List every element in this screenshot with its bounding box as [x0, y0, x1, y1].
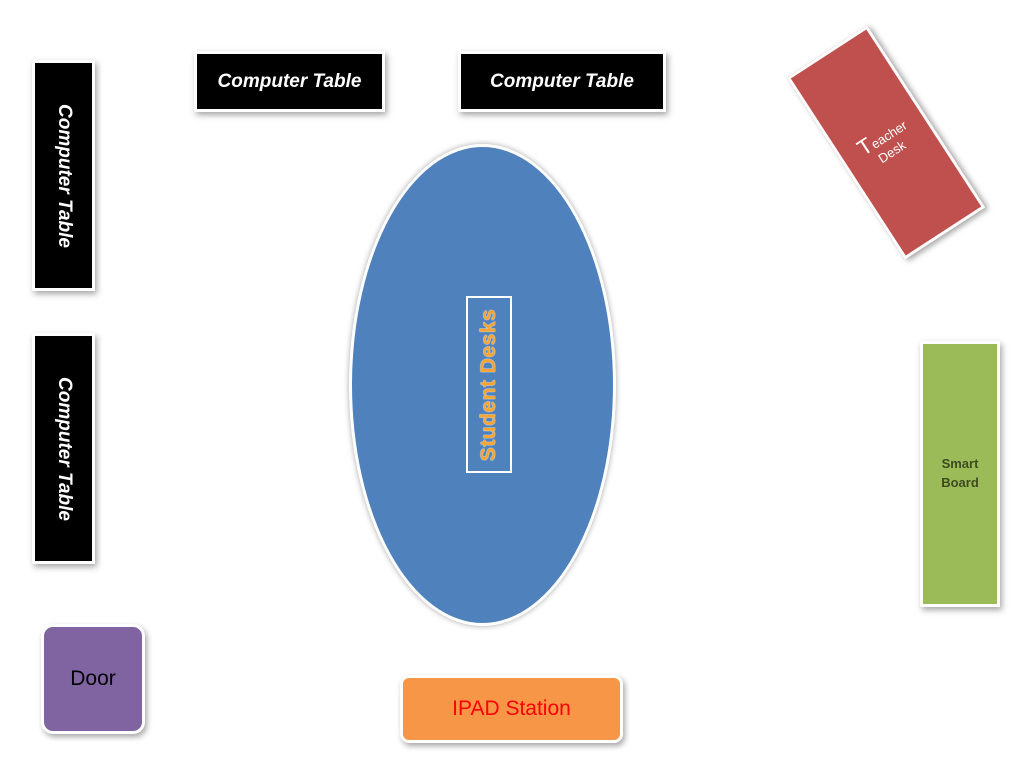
computer-table-left-lower: Computer Table	[32, 333, 95, 564]
computer-table-top-left: Computer Table	[194, 51, 385, 112]
teacher-desk-label: Teacher Desk	[853, 112, 919, 173]
teacher-desk: Teacher Desk	[786, 25, 986, 260]
computer-table-label: Computer Table	[53, 376, 75, 521]
computer-table-label: Computer Table	[217, 70, 362, 92]
computer-table-top-right: Computer Table	[458, 51, 666, 112]
door-label: Door	[70, 667, 116, 690]
smart-board-line1: Smart	[941, 456, 979, 472]
student-desks-label-box: Student Desks	[466, 296, 512, 473]
computer-table-label: Computer Table	[490, 70, 634, 92]
computer-table-left-upper: Computer Table	[32, 60, 95, 291]
door: Door	[41, 624, 145, 734]
smart-board-line2: Board	[941, 475, 979, 490]
smart-board-label: Smart Board	[941, 455, 979, 493]
computer-table-label: Computer Table	[53, 103, 75, 248]
ipad-station-label: IPAD Station	[452, 697, 571, 720]
student-desks-label: Student Desks	[477, 308, 500, 461]
smart-board: Smart Board	[920, 341, 1000, 607]
ipad-station: IPAD Station	[400, 675, 623, 743]
